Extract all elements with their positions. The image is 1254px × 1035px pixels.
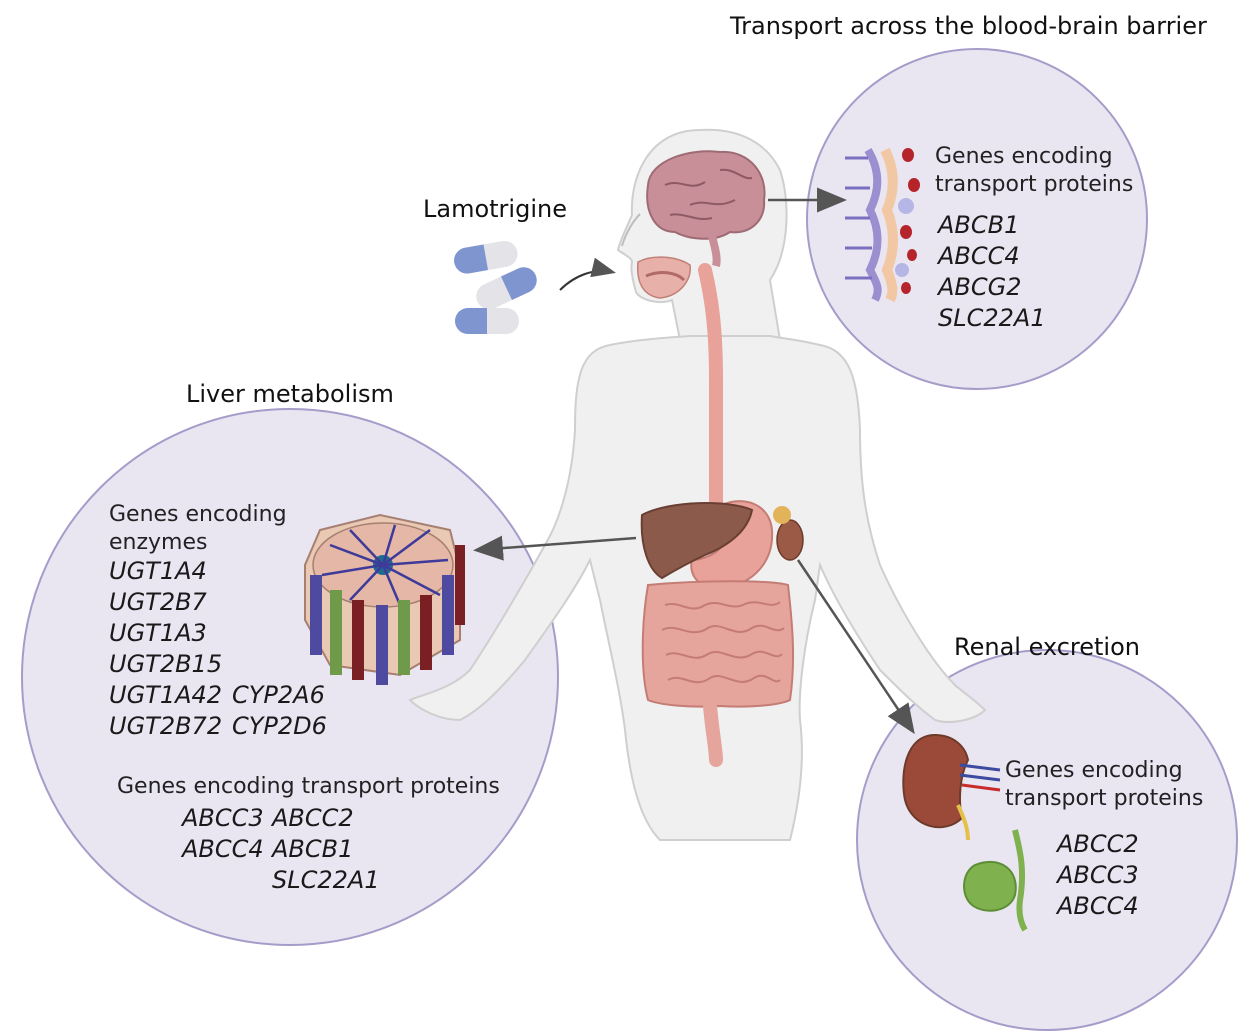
gene-item: CYP2D6 (232, 712, 327, 740)
liver-heading: Liver metabolism (186, 380, 394, 408)
cyp-gene-list: CYP2A6 CYP2D6 (232, 680, 327, 742)
gene-item: ABCC4 (938, 242, 1020, 270)
bbb-heading: Transport across the blood-brain barrier (730, 12, 1207, 40)
gene-item: UGT2B7 (109, 588, 207, 616)
gene-item: ABCG2 (938, 273, 1022, 301)
liver-enzyme-label-line1: Genes encoding (109, 502, 287, 527)
renal-transport-label-line2: transport proteins (1005, 786, 1204, 811)
gene-item: UGT2B72 (109, 712, 223, 740)
kidney-to-panel-arrow (796, 559, 915, 735)
gene-item: CYP2A6 (232, 681, 325, 709)
gene-item: SLC22A1 (272, 866, 380, 894)
liver-transport-label: Genes encoding transport proteins (117, 774, 500, 799)
liver-organ (640, 502, 754, 580)
lamotrigine-capsules (454, 240, 537, 334)
gallbladder-illustration (963, 829, 1028, 932)
ingestion-arrow (559, 257, 616, 291)
gene-item: SLC22A1 (938, 304, 1046, 332)
bbb-vessel-illustration (845, 147, 920, 303)
gene-item: ABCC2 (272, 804, 354, 832)
gene-item: ABCB1 (938, 211, 1020, 239)
gene-item: ABCC4 (1057, 892, 1139, 920)
bbb-transport-label-line1: Genes encoding (935, 144, 1113, 169)
liver-transport-col1: ABCC3 ABCC4 (182, 803, 264, 865)
face-profile (621, 213, 641, 247)
renal-heading: Renal excretion (954, 633, 1140, 661)
kidney-small (773, 506, 804, 561)
bbb-transport-label-line2: transport proteins (935, 172, 1134, 197)
brain-organ (646, 150, 766, 267)
renal-panel-circle (856, 649, 1238, 1031)
bbb-panel-circle (806, 48, 1148, 390)
ugt-gene-list: UGT1A4 UGT2B7 UGT1A3 UGT2B15 UGT1A42 UGT… (109, 556, 222, 742)
gene-item: ABCC3 (182, 804, 264, 832)
renal-transport-label-line1: Genes encoding (1005, 758, 1183, 783)
intestines (641, 580, 795, 767)
gene-item: ABCC3 (1057, 861, 1139, 889)
renal-kidney-illustration (902, 733, 1001, 841)
liver-lobule-illustration (304, 513, 465, 685)
gene-item: UGT2B15 (109, 650, 223, 678)
gene-item: ABCC2 (1057, 830, 1139, 858)
gene-item: ABCC4 (182, 835, 264, 863)
liver-enzyme-label-line2: enzymes (109, 530, 208, 555)
drug-name-label: Lamotrigine (423, 195, 567, 223)
mouth-throat (637, 256, 691, 299)
bbb-gene-list: ABCB1 ABCC4 ABCG2 SLC22A1 (938, 210, 1046, 334)
gene-item: UGT1A3 (109, 619, 207, 647)
gene-item: UGT1A42 (109, 681, 223, 709)
renal-gene-list: ABCC2 ABCC3 ABCC4 (1057, 829, 1139, 922)
gene-item: ABCB1 (272, 835, 354, 863)
liver-transport-col2: ABCC2 ABCB1 SLC22A1 (272, 803, 380, 896)
liver-to-panel-arrow (473, 535, 637, 561)
gene-item: UGT1A4 (109, 557, 207, 585)
